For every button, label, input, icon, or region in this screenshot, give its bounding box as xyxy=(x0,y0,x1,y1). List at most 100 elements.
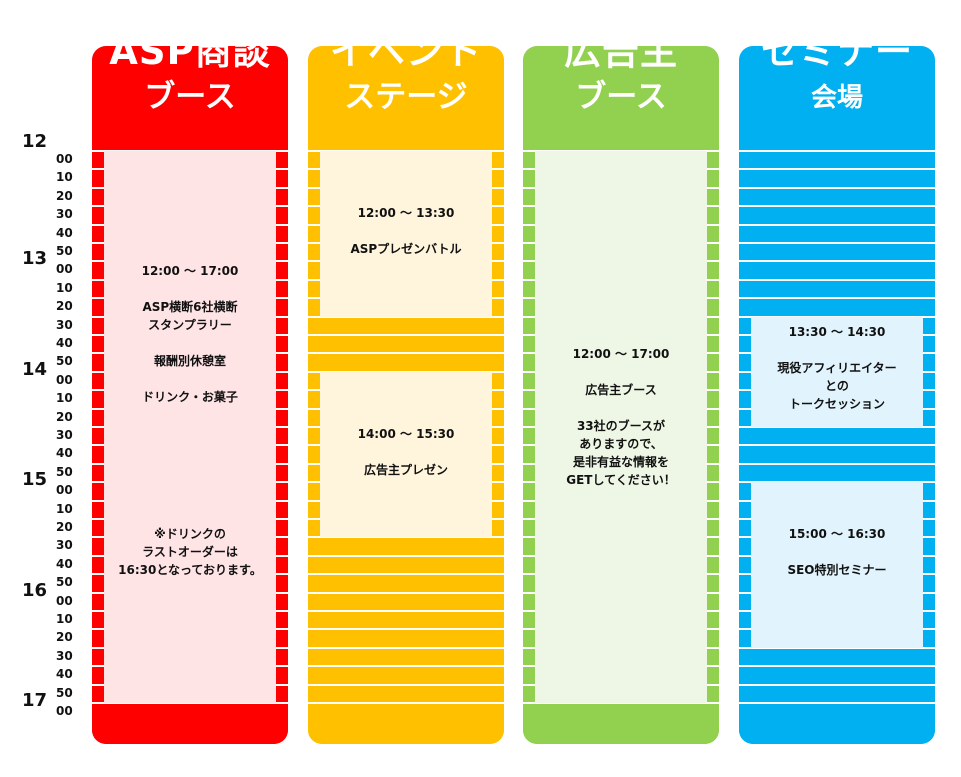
side-stripe xyxy=(707,336,719,353)
side-stripe xyxy=(523,170,535,187)
minute-label: 00 xyxy=(56,152,73,166)
side-stripe xyxy=(276,556,288,574)
side-stripe xyxy=(523,280,535,298)
side-stripe xyxy=(276,207,288,224)
event-panel xyxy=(751,482,923,648)
slot-divider xyxy=(308,646,504,649)
side-stripe xyxy=(923,538,935,555)
side-stripe xyxy=(523,464,535,482)
slot-divider xyxy=(739,426,935,428)
side-stripe xyxy=(707,501,719,518)
event-panel xyxy=(320,151,492,317)
side-stripe xyxy=(276,225,288,242)
side-stripe xyxy=(276,464,288,482)
event-line: 16:30となっております。 xyxy=(118,563,262,577)
side-stripe xyxy=(276,409,288,426)
side-stripe xyxy=(707,593,719,610)
side-stripe xyxy=(276,501,288,518)
minute-label: 10 xyxy=(56,391,73,406)
event-spacer xyxy=(102,280,278,298)
side-stripe xyxy=(308,501,320,518)
side-stripe xyxy=(523,667,535,684)
slot-divider xyxy=(739,665,935,668)
side-stripe xyxy=(308,170,320,187)
side-stripe xyxy=(492,262,504,279)
side-stripe xyxy=(707,667,719,684)
side-stripe xyxy=(923,317,935,334)
minute-label: 20 xyxy=(56,409,73,424)
side-stripe xyxy=(276,428,288,445)
event-panel xyxy=(535,151,707,703)
side-stripe xyxy=(707,188,719,206)
event-spacer xyxy=(318,222,494,240)
side-stripe xyxy=(92,354,104,371)
minute-label: 30 xyxy=(56,648,73,663)
side-stripe xyxy=(923,612,935,629)
side-stripe xyxy=(308,299,320,316)
side-stripe xyxy=(276,336,288,353)
slot-divider xyxy=(739,444,935,447)
hour-label: 16 xyxy=(22,579,48,601)
side-stripe xyxy=(923,593,935,610)
side-stripe xyxy=(276,262,288,279)
side-stripe xyxy=(92,280,104,298)
side-stripe xyxy=(923,391,935,408)
side-stripe xyxy=(308,280,320,298)
slot-divider xyxy=(739,205,935,208)
side-stripe xyxy=(92,372,104,390)
slot-divider xyxy=(92,702,288,704)
side-stripe xyxy=(523,317,535,334)
column-subtitle: ブース xyxy=(144,79,236,115)
side-stripe xyxy=(707,538,719,555)
minute-label: 40 xyxy=(56,446,73,461)
side-stripe xyxy=(492,225,504,242)
side-stripe xyxy=(92,446,104,463)
event-line: ASP横断6社横断 xyxy=(142,300,238,315)
side-stripe xyxy=(923,630,935,647)
side-stripe xyxy=(92,556,104,574)
minute-label: 20 xyxy=(56,299,73,314)
side-stripe xyxy=(523,685,535,702)
side-stripe xyxy=(739,612,751,629)
event-spacer xyxy=(102,334,278,352)
side-stripe xyxy=(523,556,535,574)
side-stripe xyxy=(523,354,535,371)
side-stripe xyxy=(707,648,719,666)
side-stripe xyxy=(276,593,288,610)
side-stripe xyxy=(276,372,288,390)
event-line: 13:30 〜 14:30 xyxy=(788,324,886,339)
side-stripe xyxy=(492,372,504,390)
side-stripe xyxy=(92,391,104,408)
minute-label: 00 xyxy=(56,593,73,608)
slot-divider xyxy=(308,610,504,612)
side-stripe xyxy=(492,244,504,261)
side-stripe xyxy=(92,299,104,316)
slot-divider xyxy=(308,665,504,668)
slot-divider xyxy=(739,297,935,300)
event-line: SEO特別セミナー xyxy=(787,563,887,577)
side-stripe xyxy=(523,501,535,518)
side-stripe xyxy=(276,446,288,463)
slot-divider xyxy=(739,683,935,686)
event-line: GETしてください！ xyxy=(566,473,676,488)
side-stripe xyxy=(308,520,320,537)
side-stripe xyxy=(308,391,320,408)
side-stripe xyxy=(923,575,935,592)
slot-divider xyxy=(739,278,935,281)
side-stripe xyxy=(276,520,288,537)
slot-divider xyxy=(739,646,935,649)
slot-divider xyxy=(308,702,504,704)
side-stripe xyxy=(308,262,320,279)
side-stripe xyxy=(923,520,935,537)
slot-divider xyxy=(739,150,935,152)
slot-divider xyxy=(308,554,504,557)
side-stripe xyxy=(739,556,751,574)
event-line: 広告主ブース xyxy=(585,383,657,398)
side-stripe xyxy=(707,391,719,408)
event-spacer xyxy=(102,370,278,388)
slot-divider xyxy=(523,702,719,704)
side-stripe xyxy=(923,372,935,390)
